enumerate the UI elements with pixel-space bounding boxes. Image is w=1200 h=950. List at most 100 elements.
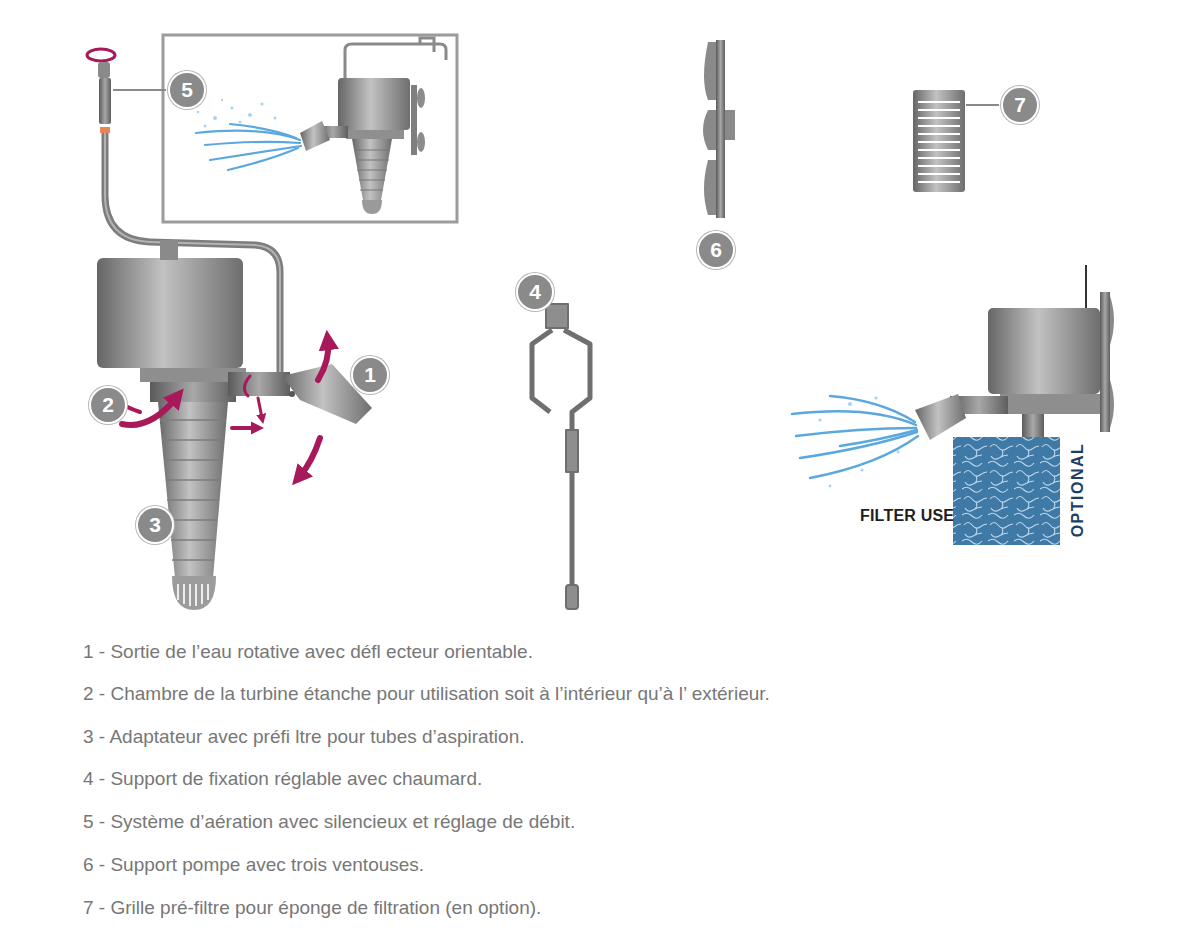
inset-view (345, 44, 446, 80)
prefilter-grid (918, 165, 960, 167)
filter-use-view (860, 468, 863, 471)
bracket (532, 330, 552, 412)
motion-arrows (244, 376, 250, 396)
leader-line (113, 89, 166, 91)
filter-use-view (1022, 414, 1044, 440)
main-pump (172, 576, 216, 610)
callout-number: 7 (1001, 86, 1039, 124)
filter-use-view (874, 396, 877, 399)
filter-use-view (1085, 265, 1087, 310)
callout-number: 4 (516, 273, 554, 311)
suction-holder (716, 40, 725, 218)
filter-use-view (915, 394, 966, 440)
filter-use-view (830, 396, 915, 422)
motion-arrows (318, 342, 328, 380)
main-pump (99, 78, 111, 124)
inset-view (196, 131, 300, 140)
option-label: OPTIONAL (1069, 443, 1087, 538)
part-description: 3 - Adaptateur avec préfi ltre pour tube… (83, 726, 524, 749)
prefilter-grid (918, 157, 960, 159)
motion-arrows (116, 342, 328, 476)
suction-holder (725, 110, 735, 140)
part-description: 4 - Support de fixation réglable avec ch… (83, 768, 482, 791)
part-description: 7 - Grille pré-filtre pour éponge de fil… (83, 897, 541, 920)
filter-use-view (1110, 380, 1114, 428)
part-description: 2 - Chambre de la turbine étanche pour u… (83, 683, 770, 706)
prefilter-grid (918, 125, 960, 127)
inset-view (221, 99, 223, 101)
filter-use-view (818, 418, 821, 421)
prefilter-grid (913, 90, 965, 192)
callout-number: 3 (136, 506, 174, 544)
prefilter-grid (918, 149, 960, 151)
prefilter-grid (918, 133, 960, 135)
inset-view (228, 148, 298, 170)
inset-view (230, 124, 296, 138)
inset-view (239, 121, 242, 124)
filter-use-view (818, 396, 899, 487)
suction-holder (704, 160, 716, 215)
motion-arrows (300, 438, 320, 476)
filter-use-view (792, 396, 918, 478)
bracket (532, 304, 590, 609)
inset-view (248, 113, 252, 117)
prefilter-grid (918, 181, 960, 183)
filter-use-view (897, 451, 900, 454)
bracket (566, 585, 578, 609)
part-description: 5 - Système d’aération avec silencieux e… (83, 811, 575, 834)
prefilter-grid (918, 117, 960, 119)
filter-use-view (848, 402, 852, 406)
inset-view (420, 38, 434, 52)
callout-number: 6 (697, 231, 735, 269)
filter-use-view (840, 430, 917, 446)
inset-view (204, 125, 207, 128)
prefilter-grid (913, 90, 965, 192)
main-pump (100, 127, 110, 133)
suction-holder (703, 110, 716, 150)
main-pump (87, 49, 115, 61)
motion-arrows (258, 398, 262, 418)
main-pump (98, 62, 110, 78)
part-description: 6 - Support pompe avec trois ventouses. (83, 854, 424, 877)
bracket (546, 304, 568, 328)
main-pump (158, 402, 228, 578)
filter-use-view (1110, 296, 1114, 345)
motion-arrows (232, 426, 256, 430)
main-pump (178, 584, 208, 606)
callout-number: 2 (89, 386, 127, 424)
inset-view (338, 78, 410, 130)
prefilter-grid (918, 141, 960, 143)
main-pump (87, 49, 372, 610)
inset-view (213, 116, 217, 120)
inset-view (196, 124, 301, 170)
prefilter-grid (918, 102, 960, 182)
inset-view (163, 35, 457, 222)
filter-use-view (988, 308, 1100, 394)
inset-view (300, 121, 330, 151)
inset-view (346, 130, 404, 139)
inset-view (352, 139, 392, 200)
inset-view (197, 99, 277, 128)
main-pump (289, 391, 295, 397)
suction-holder (703, 40, 735, 218)
usage-label: FILTER USE (860, 507, 954, 525)
inset-view (163, 35, 457, 222)
suction-holder (704, 42, 716, 100)
inset-view (417, 132, 425, 152)
filter-use-view (1100, 292, 1110, 432)
main-pump (160, 240, 178, 260)
main-pump (97, 258, 243, 368)
filter-use-view (1000, 394, 1100, 414)
part-description: 1 - Sortie de l’eau rotative avec défl e… (83, 641, 533, 664)
leader-line (966, 104, 999, 106)
bracket (566, 430, 578, 472)
main-pump (160, 420, 226, 560)
bracket (564, 330, 590, 600)
inset-view (362, 200, 382, 214)
leader-line (113, 90, 999, 105)
inset-view (205, 142, 300, 145)
filter-use-view (800, 432, 917, 458)
inset-view (274, 117, 277, 120)
